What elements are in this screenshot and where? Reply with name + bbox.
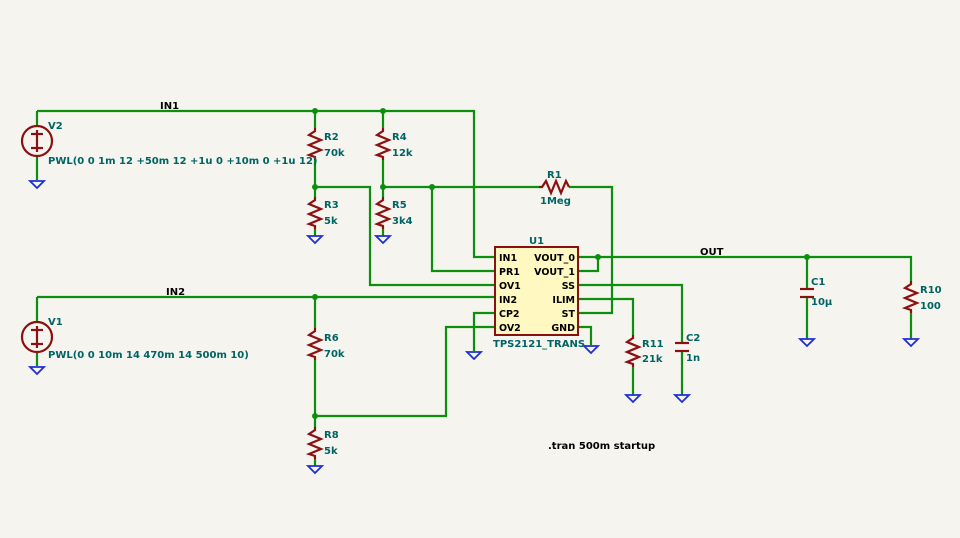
pin-gnd: GND (551, 323, 575, 334)
capacitor-c2[interactable] (675, 341, 689, 353)
junction-dot (380, 184, 386, 190)
ground-icon (672, 394, 692, 404)
pin-in1: IN1 (499, 253, 517, 264)
wire-ov2 (315, 325, 495, 418)
ground-icon (901, 338, 921, 348)
pin-vout0: VOUT_0 (534, 253, 575, 264)
pin-vout1: VOUT_1 (534, 267, 575, 278)
junction-dot (804, 254, 810, 260)
wire-ilim (578, 297, 635, 335)
wire-ov1 (315, 185, 495, 287)
pin-st: ST (562, 309, 576, 320)
wire-vout1 (578, 257, 600, 273)
c1-value: 10µ (811, 297, 833, 308)
v2-value: PWL(0 0 1m 12 +50m 12 +1u 0 +10m 0 +1u 1… (48, 156, 317, 167)
ground-icon (464, 351, 484, 361)
pin-in2: IN2 (499, 295, 517, 306)
v2-ref: V2 (48, 121, 63, 132)
r10-value: 100 (920, 301, 941, 312)
resistor-r6[interactable] (305, 328, 324, 360)
r11-ref: R11 (642, 339, 664, 350)
ground-icon (27, 180, 47, 190)
pin-cp2: CP2 (499, 309, 520, 320)
r2-ref: R2 (324, 132, 339, 143)
r4-ref: R4 (392, 132, 407, 143)
r4-value: 12k (392, 148, 413, 159)
r8-ref: R8 (324, 430, 339, 441)
wire-cp2 (472, 311, 495, 351)
capacitor-c1[interactable] (800, 287, 814, 299)
c2-ref: C2 (686, 333, 700, 344)
junction-dot (595, 254, 601, 260)
net-label-in1: IN1 (160, 101, 179, 112)
resistor-r4[interactable] (373, 128, 392, 160)
wire-out-rail (578, 255, 913, 281)
wire-r1-st (569, 185, 614, 315)
resistor-r2[interactable] (305, 128, 324, 160)
c2-value: 1n (686, 353, 700, 364)
ground-symbols (27, 180, 921, 475)
r2-value: 70k (324, 148, 345, 159)
pin-ilim: ILIM (552, 295, 575, 306)
pin-pr1: PR1 (499, 267, 520, 278)
r1-value: 1Meg (540, 196, 571, 207)
ground-icon (305, 465, 325, 475)
c1-ref: C1 (811, 277, 825, 288)
ground-icon (581, 345, 601, 355)
resistor-r10[interactable] (901, 281, 920, 313)
junction-dot (429, 184, 435, 190)
junction-dot (312, 108, 318, 114)
voltage-source-v2[interactable] (20, 124, 54, 158)
junction-dot (312, 184, 318, 190)
r3-ref: R3 (324, 200, 339, 211)
r10-ref: R10 (920, 285, 942, 296)
v1-ref: V1 (48, 317, 63, 328)
u1-name: TPS2121_TRANS (493, 339, 585, 350)
r1-ref: R1 (547, 170, 562, 181)
pin-ss: SS (562, 281, 575, 292)
junctions (312, 108, 810, 419)
ic-u1[interactable] (494, 246, 579, 336)
simulation-directive[interactable]: .tran 500m startup (548, 441, 655, 452)
junction-dot (380, 108, 386, 114)
ground-icon (623, 394, 643, 404)
wire-gnd-pin (578, 325, 593, 345)
pin-ov2: OV2 (499, 323, 521, 334)
wire-in1-rail-top (37, 109, 495, 259)
wire-pr1-down (430, 187, 495, 273)
resistor-r11[interactable] (623, 335, 642, 367)
r8-value: 5k (324, 446, 338, 457)
r11-value: 21k (642, 354, 663, 365)
resistor-r5[interactable] (373, 197, 392, 229)
v1-value: PWL(0 0 10m 14 470m 14 500m 10) (48, 350, 249, 361)
junction-dot (312, 413, 318, 419)
wires (35, 109, 913, 466)
r6-value: 70k (324, 349, 345, 360)
pin-ov1: OV1 (499, 281, 521, 292)
net-label-out: OUT (700, 247, 724, 258)
ground-icon (797, 338, 817, 348)
ground-icon (305, 235, 325, 245)
voltage-source-v1[interactable] (20, 320, 54, 354)
resistor-r8[interactable] (305, 427, 324, 459)
resistor-r1[interactable] (539, 178, 570, 196)
ground-icon (27, 366, 47, 376)
r3-value: 5k (324, 216, 338, 227)
r5-value: 3k4 (392, 216, 413, 227)
junction-dot (312, 294, 318, 300)
net-label-in2: IN2 (166, 287, 185, 298)
r5-ref: R5 (392, 200, 407, 211)
u1-ref: U1 (529, 236, 544, 247)
wire-ss (578, 283, 684, 343)
ground-icon (373, 235, 393, 245)
r6-ref: R6 (324, 333, 339, 344)
resistor-r3[interactable] (305, 197, 324, 229)
